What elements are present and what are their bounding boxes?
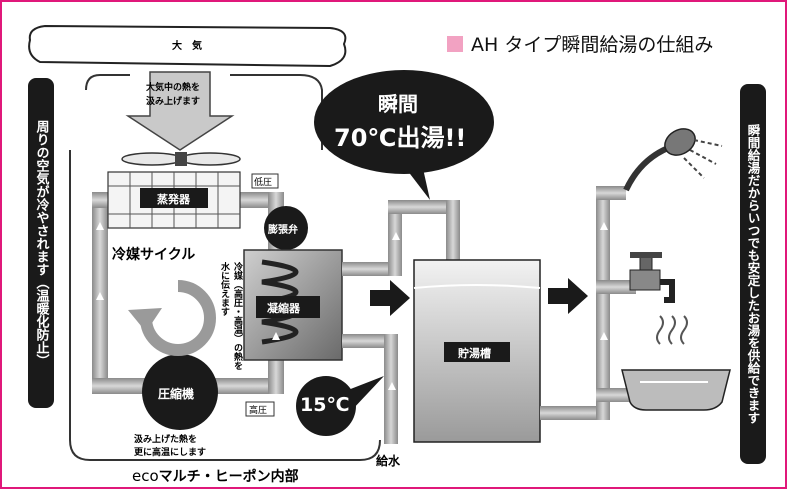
- expansion-valve-label: 膨張弁: [268, 225, 298, 236]
- storage-tank-label: 貯湯槽: [458, 347, 491, 360]
- faucet-icon: [629, 252, 675, 303]
- condenser-label: 凝縮器: [267, 302, 300, 315]
- cycle-arrowhead: [128, 308, 162, 332]
- high-pressure-label: 高圧: [249, 406, 268, 416]
- hot-water-line2: 70℃出湯!!: [334, 124, 467, 152]
- refrigerant-note: 冷媒（高圧・高温）の熱を水に伝えます: [219, 262, 242, 370]
- right-vertical-label: 瞬間給湯だからいつでも安定したお湯を供給できます: [740, 84, 766, 464]
- condenser: [243, 249, 343, 361]
- low-pressure-label: 低圧: [254, 178, 273, 188]
- hot-water-line1: 瞬間: [378, 92, 418, 116]
- atmosphere-label: 大 気: [172, 41, 202, 52]
- fan-icon: [121, 152, 241, 166]
- expansion-valve: [264, 206, 308, 250]
- evaporator-label: 蒸発器: [157, 193, 190, 206]
- low-pressure-box: [251, 173, 279, 189]
- storage-tank: [413, 259, 541, 443]
- compressor-label: 圧縮機: [158, 387, 195, 401]
- page-title: AH タイプ瞬間給湯の仕組み: [447, 30, 713, 57]
- absorb-heat-line2: 汲み上げます: [146, 97, 201, 107]
- unit-label: ecoマルチ・ヒーポン内部: [132, 466, 299, 486]
- compressor: [142, 354, 218, 430]
- title-marker-icon: [447, 35, 463, 52]
- evaporator-label-box: [140, 188, 208, 208]
- flow-arrow-icon: [370, 280, 410, 316]
- water-supply-label: 給水: [376, 454, 401, 468]
- left-vertical-label: 周りの空気が冷やされます（温暖化防止）: [28, 78, 54, 408]
- absorb-heat-line1: 大気中の熱を: [146, 83, 201, 93]
- inlet-temp-label: 15℃: [300, 394, 350, 416]
- pipe-flow-markers: [96, 222, 608, 390]
- heat-intake-arrow: [125, 71, 235, 151]
- shower-icon: [623, 128, 723, 192]
- supply-pipes: [540, 186, 636, 420]
- hot-water-pipes: [342, 200, 460, 276]
- cycle-arrow-icon: [140, 280, 216, 356]
- atmosphere-cloud: [28, 24, 347, 68]
- high-pressure-box: [245, 401, 275, 417]
- unit-boundary-top: [85, 74, 323, 150]
- title-text: AH タイプ瞬間給湯の仕組み: [471, 34, 714, 56]
- unit-label-rest: マルチ・ヒーポン内部: [158, 469, 299, 485]
- compress-note-line2: 更に高温にします: [134, 448, 207, 458]
- hot-water-bubble: [314, 70, 494, 200]
- refrigerant-cycle-label: 冷媒サイクル: [112, 247, 196, 263]
- flow-arrow-icon-2: [548, 278, 588, 314]
- compress-note-line1: 汲み上げた熱を: [134, 435, 198, 445]
- unit-label-eco: eco: [132, 467, 159, 485]
- unit-boundary: [69, 150, 381, 461]
- bathtub-icon: [621, 315, 731, 411]
- inlet-temp-bubble: [296, 376, 384, 436]
